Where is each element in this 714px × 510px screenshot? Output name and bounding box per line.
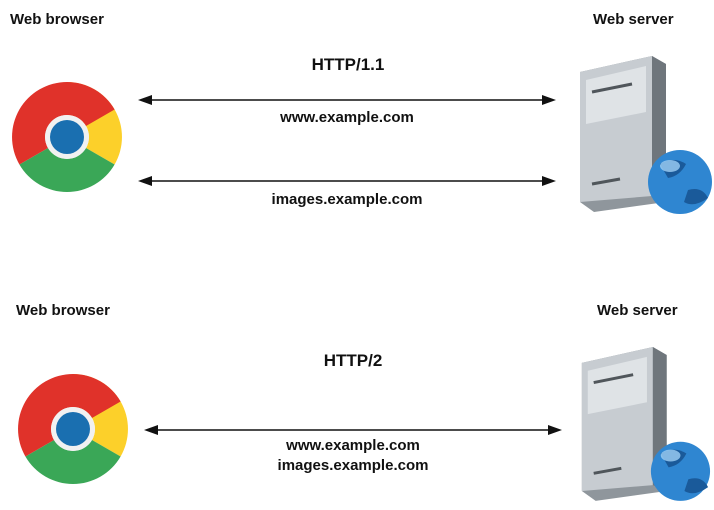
chrome-browser-icon [18,374,128,484]
host-images-http2: images.example.com [277,457,429,474]
bidirectional-arrow-multiplexed [144,425,562,435]
web-server-icon [580,56,712,214]
browser-label-http1: Web browser [10,11,104,28]
protocol-label-http1: HTTP/1.1 [311,55,385,74]
hosts-http2: www.example.com images.example.com [278,436,429,476]
server-label-http2: Web server [597,302,678,319]
host-www-http2: www.example.com [286,437,420,454]
chrome-browser-icon [12,82,122,192]
web-server-icon [581,347,711,501]
bidirectional-arrow-www [138,95,556,105]
host-images-http1: images.example.com [271,191,423,208]
protocol-label-http2: HTTP/2 [323,351,383,370]
browser-label-http2: Web browser [16,302,110,319]
server-label-http1: Web server [593,11,674,28]
bidirectional-arrow-images [138,176,556,186]
host-www-http1: www.example.com [280,109,414,126]
